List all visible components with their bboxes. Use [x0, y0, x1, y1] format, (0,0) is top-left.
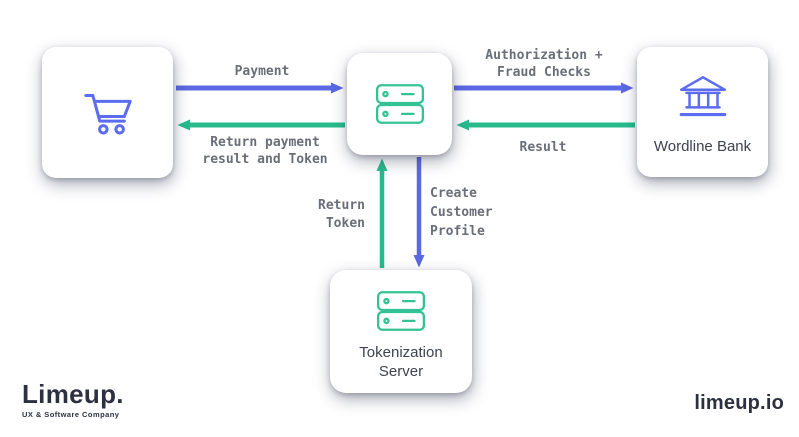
tokenization-node-label: Tokenization Server [359, 343, 442, 381]
server-icon [376, 290, 426, 331]
shopping-cart-icon [83, 93, 132, 135]
server-icon [375, 84, 424, 124]
edge-label-return-payment: Return payment result and Token [178, 134, 352, 168]
node-online-store [42, 47, 173, 178]
node-payment-gateway [347, 53, 452, 155]
bank-node-label: Wordline Bank [653, 137, 752, 155]
edge-label-create-profile-line3: Profile [430, 224, 485, 239]
limeup-tagline: UX & Software Company [22, 410, 120, 419]
edge-label-create-profile-line2: Customer [430, 205, 493, 220]
edge-label-payment: Payment [234, 64, 290, 79]
edge-label-return-payment-line1: Return payment [210, 135, 320, 150]
bank-icon [679, 75, 726, 116]
edge-label-create-profile-line1: Create [430, 186, 477, 201]
edge-label-result: Result [519, 140, 567, 155]
edge-label-return-token-line1: Return [318, 198, 365, 213]
edge-label-return-token-line2: Token [325, 216, 365, 231]
edge-label-authorization-line2: Fraud Checks [497, 65, 591, 80]
edge-label-authorization: Authorization + Fraud Checks [458, 47, 630, 81]
node-wordline-bank: Wordline Bank [637, 47, 768, 177]
node-tokenization-server: Tokenization Server [330, 270, 472, 393]
tokenization-label-line1: Tokenization [359, 343, 443, 361]
tokenization-label-line2: Server [378, 362, 424, 380]
website-url: limeup.io [694, 392, 784, 414]
edge-label-return-payment-line2: result and Token [202, 152, 328, 167]
limeup-logo: Limeup. UX & Software Company [22, 380, 124, 419]
edge-label-authorization-line1: Authorization + [485, 48, 603, 63]
edge-label-return-token: Return Token [295, 197, 365, 233]
limeup-logo-text: Limeup. [22, 379, 124, 409]
edge-label-create-customer-profile: Create Customer Profile [430, 184, 540, 241]
